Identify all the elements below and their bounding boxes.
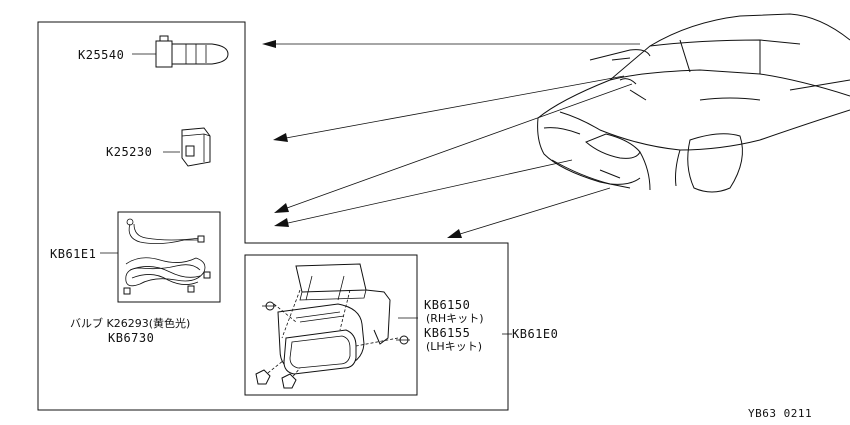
lamp-kit-number: KB61E0 bbox=[512, 327, 559, 341]
car-illustration bbox=[537, 13, 850, 193]
bulb-alt-number: KB6730 bbox=[108, 331, 155, 345]
switch-part bbox=[132, 35, 229, 68]
figure-code: YB63 0211 bbox=[748, 407, 813, 420]
relay-part bbox=[163, 127, 211, 167]
arrows bbox=[262, 40, 640, 238]
lamp-box bbox=[244, 254, 418, 396]
rh-kit-label: (RHキット) bbox=[426, 312, 484, 325]
harness-kit-number: KB61E1 bbox=[50, 247, 97, 261]
lh-kit-label: (LHキット) bbox=[426, 340, 482, 353]
harness-box bbox=[117, 211, 221, 303]
lamp-lh-number: KB6155 bbox=[424, 326, 471, 340]
main-frame bbox=[37, 21, 509, 411]
lamp-rh-number: KB6150 bbox=[424, 298, 471, 312]
relay-part-number: K25230 bbox=[106, 145, 153, 159]
bulb-label: バルブ K26293(黄色光) bbox=[70, 317, 191, 330]
fog-lamp-assembly bbox=[255, 263, 410, 389]
wiring-harness bbox=[100, 218, 211, 295]
switch-part-number: K25540 bbox=[78, 48, 125, 62]
